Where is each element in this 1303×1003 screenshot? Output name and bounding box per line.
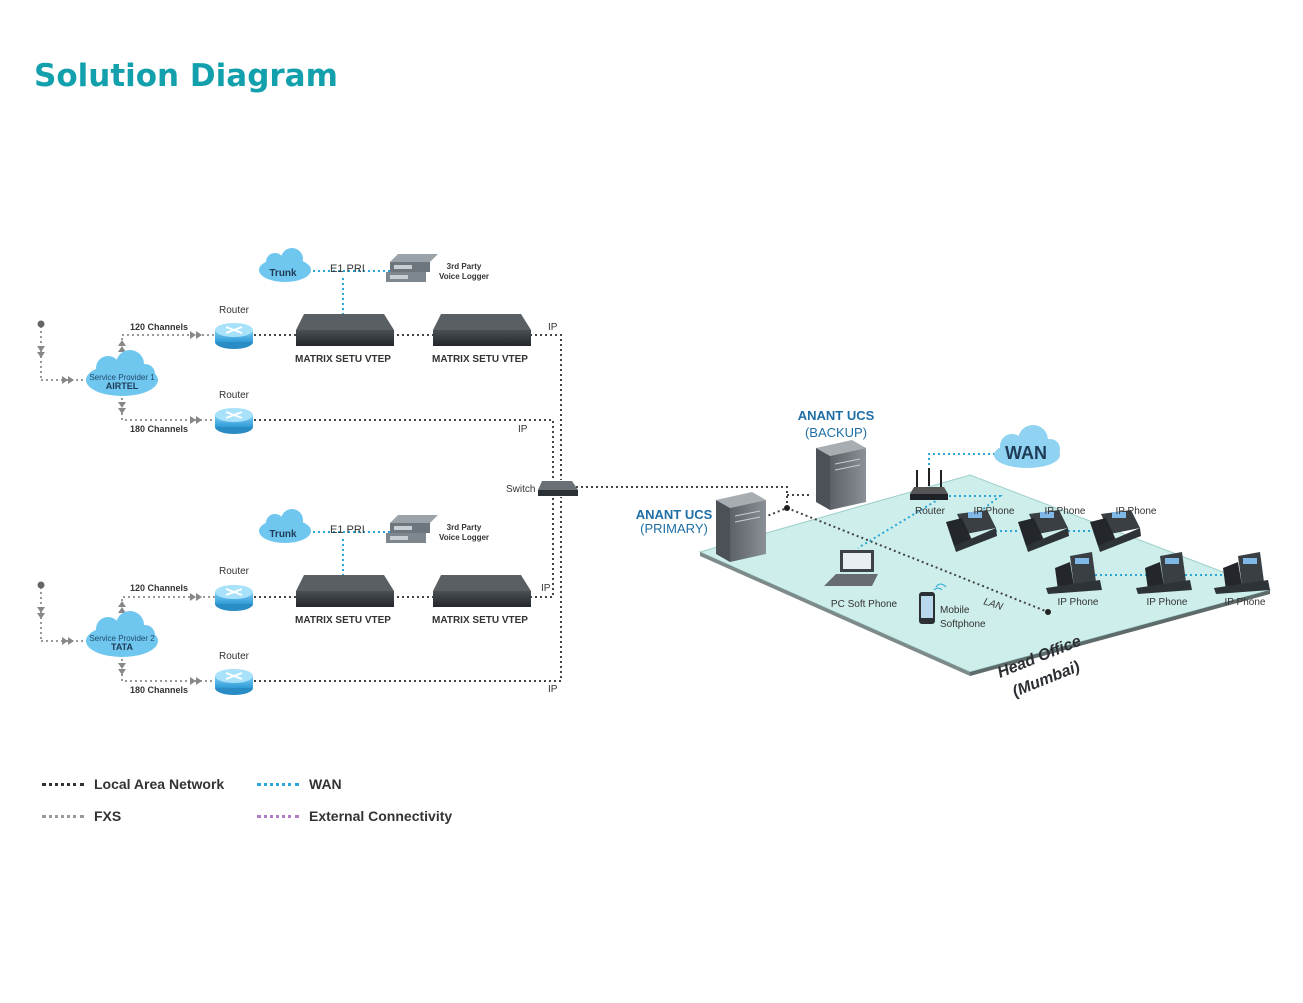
trunk-cloud: [259, 509, 311, 543]
wan-cloud-label: WAN: [1005, 443, 1047, 463]
mobile-softphone-label: Mobile: [940, 605, 970, 616]
endpoint-dot: [37, 581, 45, 589]
router-icon: [215, 585, 253, 611]
legend-swatch: [42, 814, 84, 818]
ucs-primary-role: (PRIMARY): [640, 521, 708, 536]
voice-logger-label: Voice Logger: [439, 533, 489, 542]
endpoint-dot: [37, 320, 45, 328]
legend-item-external: External Connectivity: [257, 807, 452, 825]
gateway-device: [433, 314, 531, 346]
ucs-primary-label: ANANT UCS: [636, 507, 713, 522]
lan-lines: [254, 334, 1049, 682]
legend-label: External Connectivity: [309, 808, 453, 824]
ip-phone-label: IP Phone: [1147, 597, 1188, 608]
legend-swatch: [257, 814, 299, 818]
gateway-label: MATRIX SETU VTEP: [295, 615, 391, 626]
page-title: Solution Diagram: [34, 58, 338, 94]
trunk-cloud: [259, 248, 311, 282]
e1-pri-label: E1 PRI: [330, 263, 365, 275]
legend-item-lan: Local Area Network: [42, 775, 224, 793]
e1-pri-label: E1 PRI: [330, 524, 365, 536]
router-label: Router: [219, 651, 250, 662]
ip-phone-icon: [1214, 552, 1270, 594]
provider-cloud: [86, 611, 158, 657]
ip-phone-label: IP Phone: [1116, 506, 1157, 517]
voice-logger-device: [386, 515, 438, 543]
gateway-label: MATRIX SETU VTEP: [295, 354, 391, 365]
router-icon: [215, 408, 253, 434]
router-icon: [215, 669, 253, 695]
provider-name: Service Provider 2: [89, 634, 155, 643]
switch-label: Switch: [506, 484, 535, 495]
mobile-softphone-label: Softphone: [940, 619, 986, 630]
gateway-device: [296, 314, 394, 346]
router-icon: [215, 323, 253, 349]
legend: Local Area Network WAN FXS External Conn…: [42, 775, 482, 835]
ip-label: IP: [541, 583, 551, 594]
ip-phone-label: IP Phone: [1045, 506, 1086, 517]
router-label: Router: [219, 305, 250, 316]
ucs-backup-server: [816, 440, 866, 510]
channels-label: 120 Channels: [130, 322, 188, 332]
gateway-device: [433, 575, 531, 607]
wan-cloud: [994, 425, 1060, 468]
gateway-label: MATRIX SETU VTEP: [432, 354, 528, 365]
legend-label: WAN: [309, 776, 342, 792]
ip-phone-icon: [1090, 510, 1141, 552]
switch-device: [538, 481, 578, 496]
router-label: Router: [219, 566, 250, 577]
voice-logger-device: [386, 254, 438, 282]
legend-swatch: [42, 782, 84, 786]
legend-label: Local Area Network: [94, 776, 225, 792]
floor-edge-right: [970, 590, 1270, 676]
trunk-label: Trunk: [269, 268, 297, 279]
ip-phone-icon: [946, 510, 997, 552]
smartphone-icon: [919, 583, 947, 624]
ip-phone-icon: [1018, 510, 1069, 552]
ip-phone-label: IP Phone: [974, 506, 1015, 517]
ip-label: IP: [518, 424, 528, 435]
ip-phone-icon: [1136, 552, 1192, 594]
ucs-backup-role: (BACKUP): [805, 425, 867, 440]
voice-logger-label: Voice Logger: [439, 272, 489, 281]
fxs-arrows: [37, 331, 202, 685]
voice-logger-label: 3rd Party: [447, 262, 482, 271]
lan-node: [784, 505, 790, 511]
pc-soft-phone-label: PC Soft Phone: [831, 599, 898, 610]
wifi-router-icon: [910, 468, 948, 500]
legend-item-wan: WAN: [257, 775, 342, 793]
provider-name: AIRTEL: [106, 381, 139, 391]
ip-phone-icon: [1046, 552, 1102, 594]
lan-node: [1045, 609, 1051, 615]
legend-item-fxs: FXS: [42, 807, 121, 825]
ip-phone-label: IP Phone: [1225, 597, 1266, 608]
ip-label: IP: [548, 684, 558, 695]
gateway-device: [296, 575, 394, 607]
office-router-label: Router: [915, 506, 946, 517]
ip-label: IP: [548, 322, 558, 333]
channels-label: 120 Channels: [130, 583, 188, 593]
gateway-label: MATRIX SETU VTEP: [432, 615, 528, 626]
channels-label: 180 Channels: [130, 685, 188, 695]
provider-name: TATA: [111, 642, 133, 652]
legend-label: FXS: [94, 808, 122, 824]
ucs-backup-label: ANANT UCS: [798, 408, 875, 423]
voice-logger-label: 3rd Party: [447, 523, 482, 532]
channels-label: 180 Channels: [130, 424, 188, 434]
ip-phone-label: IP Phone: [1058, 597, 1099, 608]
provider-cloud: [86, 350, 158, 396]
provider-name: Service Provider 1: [89, 373, 155, 382]
trunk-label: Trunk: [269, 529, 297, 540]
legend-swatch: [257, 782, 299, 786]
ucs-primary-server: [716, 492, 766, 562]
laptop-icon: [824, 550, 878, 586]
floor-edge-left: [700, 552, 970, 676]
router-label: Router: [219, 390, 250, 401]
